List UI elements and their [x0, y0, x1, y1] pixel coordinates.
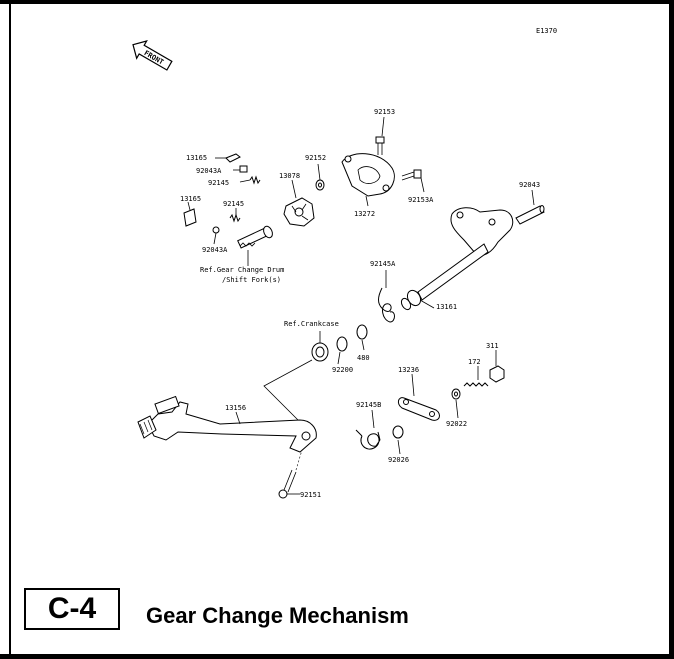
ref-gear-change-drum-line2: /Shift Fork(s)	[222, 276, 281, 284]
label-13165-bottom: 13165	[180, 195, 201, 203]
part-13156-shift-pedal	[137, 395, 317, 453]
part-92153-bolt	[375, 116, 385, 155]
label-13165-top: 13165	[186, 154, 207, 162]
label-13236: 13236	[398, 366, 419, 374]
page-title: Gear Change Mechanism	[146, 603, 409, 628]
figure-code-label: E1370	[536, 27, 557, 35]
part-92043-pin	[515, 189, 545, 225]
part-92145-spring-top	[239, 175, 261, 185]
label-92145-mid: 92145	[223, 200, 244, 208]
label-92145a: 92145A	[370, 260, 396, 268]
part-92022-washer	[451, 388, 461, 419]
part-drum-shaft	[237, 225, 273, 266]
label-13078: 13078	[279, 172, 300, 180]
label-92043a-top: 92043A	[196, 167, 222, 175]
part-92151-bolt	[278, 449, 303, 499]
part-92145b-spring	[355, 409, 381, 450]
label-13161: 13161	[436, 303, 457, 311]
part-480-circlip	[356, 324, 368, 351]
label-92151: 92151	[300, 491, 321, 499]
part-92145a-spring	[378, 270, 395, 323]
frame-left-border	[9, 0, 11, 659]
label-92022: 92022	[446, 420, 467, 428]
label-92153: 92153	[374, 108, 395, 116]
page-code-box: C-4	[24, 588, 120, 630]
part-92200-washer	[336, 336, 348, 365]
label-92153a: 92153A	[408, 196, 434, 204]
frame-top-border	[0, 0, 674, 4]
part-13165-pawl-top	[215, 153, 241, 163]
part-172-bolt	[463, 366, 489, 387]
page-code: C-4	[47, 592, 97, 625]
label-92043a-bottom: 92043A	[202, 246, 228, 254]
part-311-nut	[489, 350, 505, 383]
label-92200: 92200	[332, 366, 353, 374]
part-92043a-pin-top	[233, 165, 248, 173]
part-92152-washer	[315, 163, 325, 191]
label-92043: 92043	[519, 181, 540, 189]
label-13156: 13156	[225, 404, 246, 412]
part-92043a-pin-bottom	[212, 226, 220, 245]
label-172: 172	[468, 358, 481, 366]
front-arrow-icon: FRONT	[132, 40, 173, 71]
part-13236-link	[397, 373, 440, 421]
part-13161-shaft-arm	[400, 207, 514, 311]
label-92026: 92026	[388, 456, 409, 464]
label-92145-top: 92145	[208, 179, 229, 187]
ref-crankcase-label: Ref.Crankcase	[284, 320, 339, 328]
part-oil-seal	[311, 331, 329, 362]
label-92152: 92152	[305, 154, 326, 162]
label-13272: 13272	[354, 210, 375, 218]
ref-gear-change-drum-line1: Ref.Gear Change Drum	[200, 266, 284, 274]
label-480: 480	[357, 354, 370, 362]
part-13165-pawl-bottom	[183, 201, 197, 227]
frame-right-border	[669, 0, 674, 659]
part-92145-spring-mid	[229, 208, 241, 223]
assembly-leader-line	[263, 359, 313, 429]
part-92153a-bolt	[401, 169, 425, 193]
label-311: 311	[486, 342, 499, 350]
label-92145b: 92145B	[356, 401, 381, 409]
part-13078-holder	[283, 179, 315, 227]
part-92026-washer	[392, 425, 404, 455]
part-13272-plate	[341, 153, 395, 207]
frame-bottom-border	[0, 654, 674, 659]
